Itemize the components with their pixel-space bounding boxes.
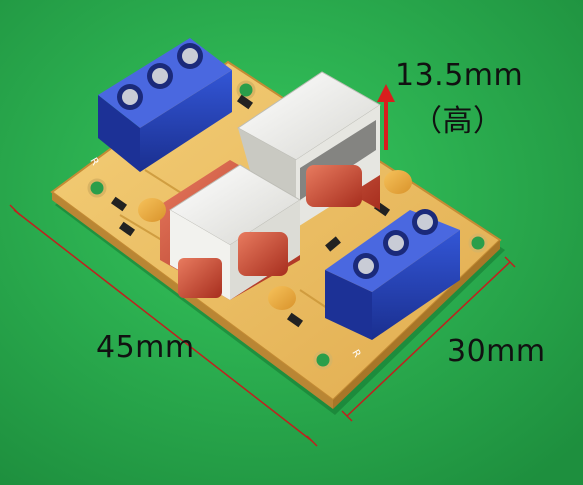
terminal-block-right: [325, 209, 460, 340]
screw: [182, 48, 198, 64]
mounting-hole: [468, 233, 488, 253]
silkscreen-letter: R: [349, 348, 362, 360]
dimension-lines: [9, 204, 516, 447]
screw: [358, 258, 374, 274]
screw: [152, 68, 168, 84]
terminal-block-left: [98, 38, 232, 172]
length-dimension-line: [13, 209, 313, 442]
mounting-hole: [87, 178, 107, 198]
mounting-hole: [313, 350, 333, 370]
smd-resistors: [110, 94, 391, 328]
pcb-board-edge: [52, 192, 333, 409]
capacitors: [138, 170, 412, 310]
screw: [417, 214, 433, 230]
screw: [388, 235, 404, 251]
silkscreen-letter: R: [87, 156, 100, 168]
pcb-board-side: [333, 240, 500, 409]
height-arrow: [377, 84, 395, 150]
height-note-label: （高）: [412, 104, 504, 139]
width-dimension-line: [346, 261, 511, 417]
width-dimension-label: 30mm: [447, 334, 546, 369]
mounting-hole: [236, 80, 256, 100]
length-dimension-label: 45mm: [96, 330, 195, 365]
screw: [122, 89, 138, 105]
transformer-front: [160, 160, 301, 300]
height-dimension-label: 13.5mm: [395, 58, 524, 93]
